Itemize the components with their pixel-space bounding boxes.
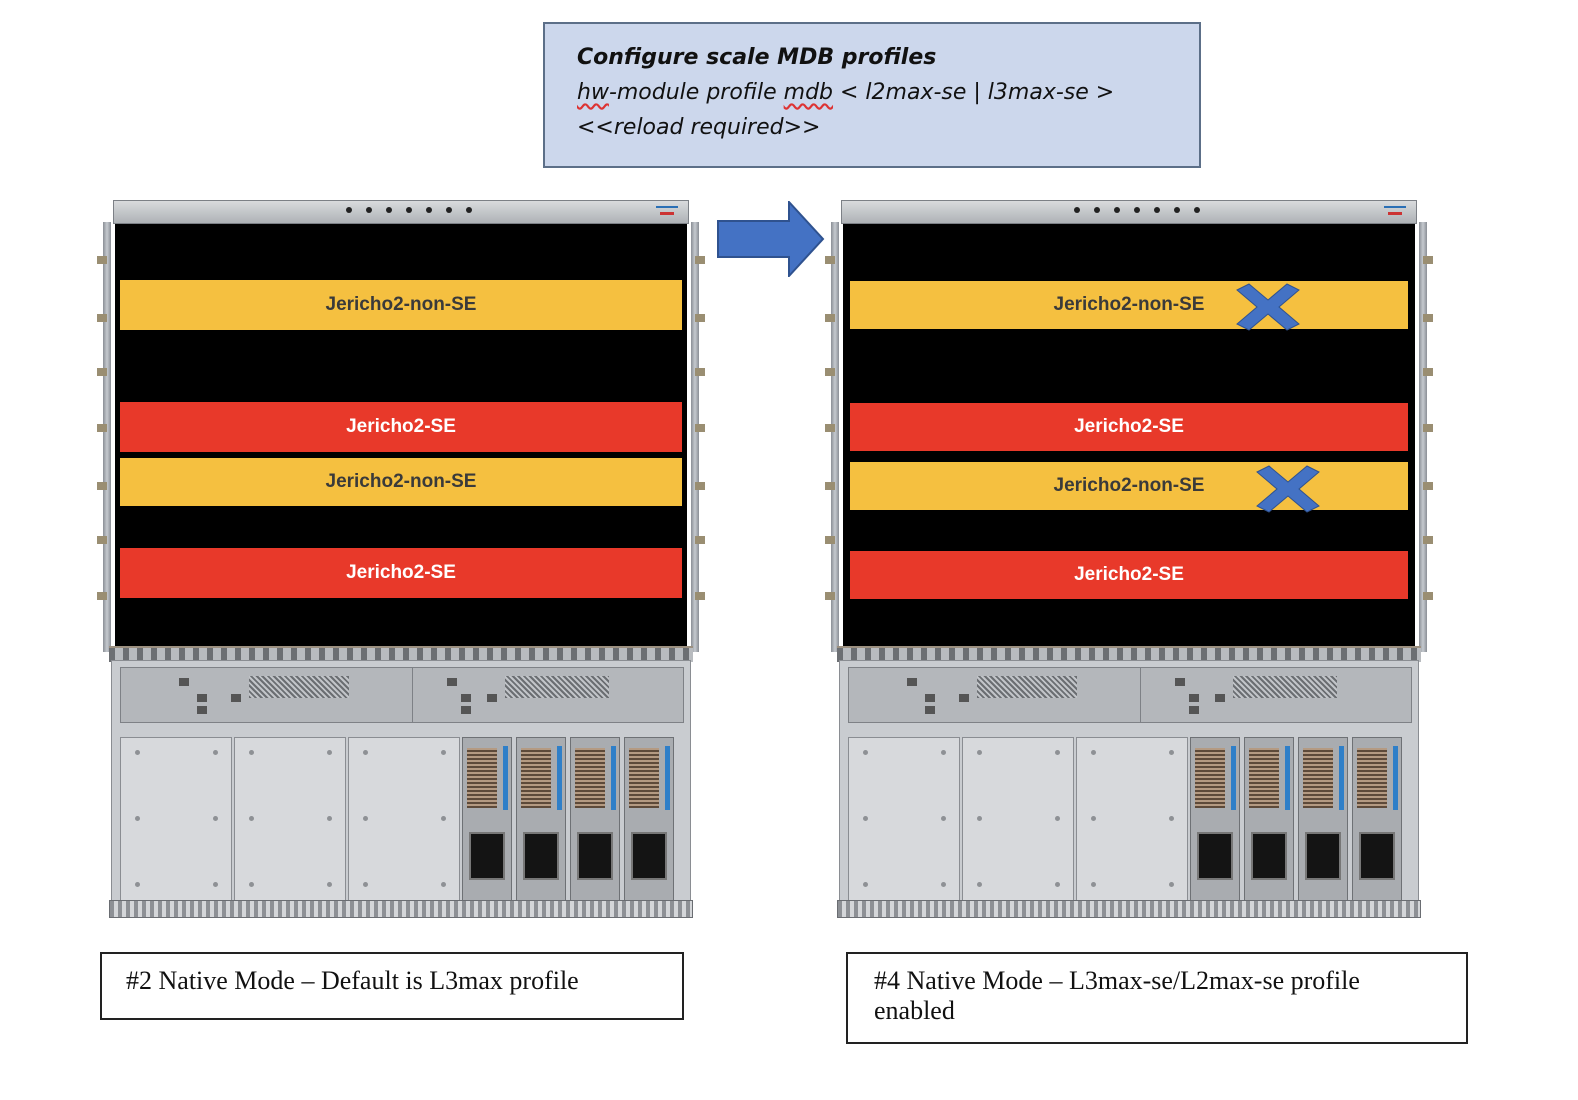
chassis-lower-section	[839, 660, 1419, 918]
chassis-top-panel	[113, 200, 689, 224]
power-plug-icon	[523, 832, 559, 880]
power-supply	[1352, 737, 1402, 901]
power-supply	[1244, 737, 1294, 901]
power-supply	[516, 737, 566, 901]
right-arrow-icon	[717, 201, 825, 277]
route-processor-0	[120, 667, 416, 723]
fabric-fan-bar	[837, 646, 1421, 662]
line-card-slots: Jericho2-non-SE Jericho2-SE Jericho2-non…	[115, 224, 687, 648]
line-card-jericho2-non-se: Jericho2-non-SE	[848, 460, 1410, 512]
power-plug-icon	[1305, 832, 1341, 880]
config-command-hw: hw	[577, 80, 609, 105]
line-card-jericho2-non-se: Jericho2-non-SE	[120, 458, 682, 506]
psu-blank-2	[1076, 737, 1188, 901]
chassis-bottom-vent	[109, 900, 693, 918]
power-plug-icon	[577, 832, 613, 880]
cisco-logo-icon	[1384, 206, 1406, 220]
config-title: Configure scale MDB profiles	[577, 45, 937, 70]
fabric-fan-bar	[109, 646, 693, 662]
power-plug-icon	[631, 832, 667, 880]
psu-blank-1	[234, 737, 346, 901]
line-card-jericho2-se: Jericho2-SE	[120, 548, 682, 598]
power-supply	[570, 737, 620, 901]
power-supply	[624, 737, 674, 901]
caption-text: #2 Native Mode – Default is L3max profil…	[126, 966, 579, 995]
route-processor-1	[412, 667, 684, 723]
power-plug-icon	[1197, 832, 1233, 880]
caption-text-line1: #4 Native Mode – L3max-se/L2max-se profi…	[874, 966, 1360, 995]
power-plug-icon	[469, 832, 505, 880]
cisco-logo-icon	[656, 206, 678, 220]
psu-blank-0	[120, 737, 232, 901]
power-supply	[1298, 737, 1348, 901]
x-mark-icon	[1236, 283, 1300, 331]
config-command-options: < l2max-se | l3max-se >	[833, 80, 1115, 105]
line-card-jericho2-se: Jericho2-SE	[120, 402, 682, 452]
power-supply	[1190, 737, 1240, 901]
x-mark-icon	[1256, 465, 1320, 513]
line-card-slots: Jericho2-non-SE Jericho2-SE Jericho2-non…	[843, 224, 1415, 648]
power-plug-icon	[1251, 832, 1287, 880]
psu-blank-2	[348, 737, 460, 901]
config-command-mdb: mdb	[783, 80, 834, 105]
line-card-jericho2-se: Jericho2-SE	[848, 401, 1410, 453]
config-command-mid: -module profile	[608, 80, 784, 105]
caption-se-profile: #4 Native Mode – L3max-se/L2max-se profi…	[846, 952, 1468, 1044]
line-card-jericho2-se: Jericho2-SE	[848, 549, 1410, 601]
chassis-native-default: Jericho2-non-SE Jericho2-SE Jericho2-non…	[97, 200, 705, 920]
caption-text-line2: enabled	[874, 996, 955, 1025]
psu-blank-0	[848, 737, 960, 901]
line-card-jericho2-non-se: Jericho2-non-SE	[848, 279, 1410, 331]
power-supply	[462, 737, 512, 901]
config-command: hw-module profile mdb < l2max-se | l3max…	[577, 75, 1199, 110]
power-plug-icon	[1359, 832, 1395, 880]
line-card-jericho2-non-se: Jericho2-non-SE	[120, 280, 682, 330]
caption-default-profile: #2 Native Mode – Default is L3max profil…	[100, 952, 684, 1020]
route-processor-1	[1140, 667, 1412, 723]
route-processor-0	[848, 667, 1144, 723]
config-box: Configure scale MDB profiles hw-module p…	[543, 22, 1201, 168]
config-note: <<reload required>>	[577, 115, 821, 140]
chassis-bottom-vent	[837, 900, 1421, 918]
psu-blank-1	[962, 737, 1074, 901]
chassis-lower-section	[111, 660, 691, 918]
chassis-top-panel	[841, 200, 1417, 224]
chassis-native-se-enabled: Jericho2-non-SE Jericho2-SE Jericho2-non…	[825, 200, 1433, 920]
